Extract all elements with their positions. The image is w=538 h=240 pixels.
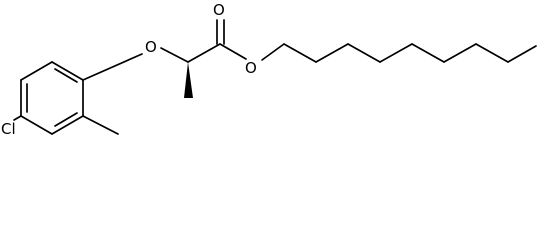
carbonyl-oxygen-label: O	[213, 1, 225, 19]
chain-bond	[261, 43, 285, 61]
ring-double-bond	[54, 112, 78, 127]
octyl-chain	[261, 43, 537, 63]
ring-bond	[51, 61, 84, 81]
ring-bond	[20, 61, 53, 81]
ring-o-bond	[82, 53, 143, 81]
chain-bond	[347, 43, 381, 63]
ester-oxygen-label: O	[245, 59, 257, 77]
ring-double-bond	[54, 68, 78, 83]
stereo-wedge-bond	[184, 62, 193, 98]
structure-canvas: Cl O O O	[1, 1, 537, 138]
ether-oxygen-label: O	[145, 38, 157, 56]
ch-carbonyl-bond	[187, 43, 221, 63]
chain-bond	[475, 43, 509, 63]
structural-formula: Cl O O O	[1, 1, 537, 138]
chain-bond	[411, 43, 445, 63]
ring-bond	[51, 115, 84, 135]
o-ch-bond	[160, 47, 189, 63]
chain-bond	[379, 43, 413, 63]
ring-methyl-bond	[82, 115, 119, 135]
chain-bond	[507, 45, 537, 63]
chain-bond	[283, 43, 317, 63]
c-o-ester-bond	[219, 43, 247, 60]
benzene-ring	[20, 61, 84, 135]
chain-bond	[315, 43, 349, 63]
c-cl-bond	[13, 115, 22, 121]
chain-bond	[443, 43, 477, 63]
ring-bond	[20, 115, 53, 135]
chlorine-atom-label: Cl	[1, 120, 16, 138]
